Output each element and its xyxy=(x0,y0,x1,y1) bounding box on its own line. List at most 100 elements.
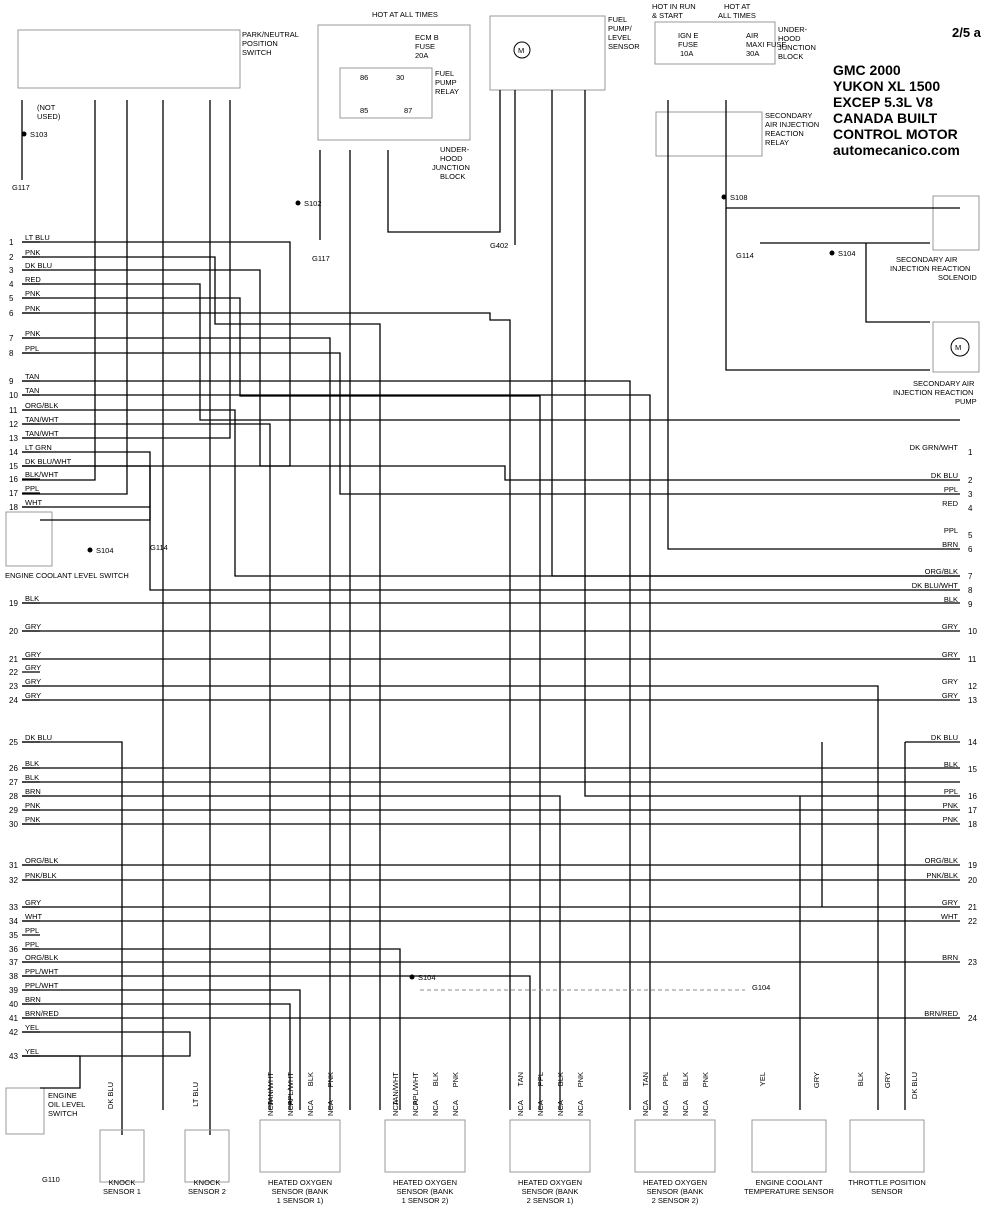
left-pin-wire-color: BRN xyxy=(25,787,41,796)
right-pin-number: 14 xyxy=(968,738,977,747)
sensor-nca-label: NCA xyxy=(391,1100,400,1116)
svg-text:30A: 30A xyxy=(746,49,759,58)
right-pin-number: 10 xyxy=(968,627,977,636)
svg-text:BLOCK: BLOCK xyxy=(778,52,803,61)
right-pin-wire-color: PPL xyxy=(944,787,958,796)
svg-text:SENSOR: SENSOR xyxy=(608,42,640,51)
sensor-name-line: SENSOR (BANK xyxy=(272,1187,329,1196)
left-pin-number: 31 xyxy=(9,861,18,870)
left-pin-number: 17 xyxy=(9,489,18,498)
svg-text:UNDER-: UNDER- xyxy=(440,145,470,154)
sensor-name-line: HEATED OXYGEN xyxy=(643,1178,707,1187)
left-pin-number: 33 xyxy=(9,903,18,912)
sensor-body xyxy=(634,1119,716,1173)
left-pin-wire-color: LT GRN xyxy=(25,443,52,452)
left-pin-wire-color: YEL xyxy=(25,1047,39,1056)
secondary-air-pump: M SECONDARY AIR INJECTION REACTION PUMP xyxy=(893,321,980,406)
left-pin-number: 25 xyxy=(9,738,18,747)
ground-label: G114 xyxy=(736,251,754,260)
wire-segment xyxy=(22,269,960,481)
svg-text:86: 86 xyxy=(360,73,368,82)
wire-segment xyxy=(22,241,291,467)
svg-text:87: 87 xyxy=(404,106,412,115)
svg-text:10A: 10A xyxy=(680,49,693,58)
ground-label: G117 xyxy=(12,183,30,192)
ground-label: G117 xyxy=(312,254,330,263)
right-pin-number: 5 xyxy=(968,531,973,540)
left-pin-wire-color: BRN xyxy=(25,995,41,1004)
left-pin-number: 13 xyxy=(9,434,18,443)
right-pin-number: 24 xyxy=(968,1014,977,1023)
sensor-name-line: KNOCK xyxy=(109,1178,136,1187)
svg-text:PUMP: PUMP xyxy=(435,78,457,87)
right-pin-wire-color: PPL xyxy=(944,485,958,494)
svg-text:& START: & START xyxy=(652,11,683,20)
left-pin-number: 7 xyxy=(9,334,14,343)
left-pin-wire-color: PNK xyxy=(25,289,40,298)
left-pin-number: 5 xyxy=(9,294,14,303)
left-pin-wire-color: DK BLU xyxy=(25,733,52,742)
left-pin-number: 9 xyxy=(9,377,14,386)
right-pin-wire-color: PNK xyxy=(943,801,958,810)
left-pin-wire-color: ORG/BLK xyxy=(25,856,58,865)
svg-text:SECONDARY AIR: SECONDARY AIR xyxy=(896,255,958,264)
svg-text:HOT AT ALL TIMES: HOT AT ALL TIMES xyxy=(372,10,438,19)
left-pin-number: 10 xyxy=(9,391,18,400)
left-pin-wire-color: PNK xyxy=(25,815,40,824)
sensor-wire-color: PNK xyxy=(576,1072,585,1087)
sensor-body xyxy=(99,1129,145,1183)
right-pin-number: 1 xyxy=(968,448,973,457)
sensor-nca-label: NCA xyxy=(556,1100,565,1116)
left-pin-wire-color: BRN/RED xyxy=(25,1009,59,1018)
left-pin-wire-color: PPL xyxy=(25,344,39,353)
svg-text:ECM B: ECM B xyxy=(415,33,439,42)
sensor-body xyxy=(384,1119,466,1173)
sensor-wire-color: DK BLU xyxy=(106,1082,115,1109)
svg-text:FUSE: FUSE xyxy=(678,40,698,49)
svg-text:JUNCTION: JUNCTION xyxy=(432,163,470,172)
wire-segment xyxy=(22,465,960,591)
sensor-name-line: SENSOR 1 xyxy=(103,1187,141,1196)
wire-segment xyxy=(22,100,96,481)
underhood-junction-block-2: HOT IN RUN & START HOT AT ALL TIMES IGN … xyxy=(652,2,819,157)
ground-label: G110 xyxy=(42,1175,60,1184)
splice-label: S102 xyxy=(304,199,322,208)
sensor-body xyxy=(849,1119,925,1173)
svg-text:SECONDARY AIR: SECONDARY AIR xyxy=(913,379,975,388)
sensor-wire-color: PNK xyxy=(451,1072,460,1087)
left-pin-number: 41 xyxy=(9,1014,18,1023)
diagram-title: GMC 2000 YUKON XL 1500 EXCEP 5.3L V8 CAN… xyxy=(833,62,960,158)
wire-segment xyxy=(551,90,960,577)
right-pin-number: 13 xyxy=(968,696,977,705)
right-pin-number: 15 xyxy=(968,765,977,774)
svg-text:M: M xyxy=(518,46,524,55)
wire-segment xyxy=(22,394,651,1110)
left-pin-number: 29 xyxy=(9,806,18,815)
sensor-wire-color: LT BLU xyxy=(191,1082,200,1107)
left-pin-number: 20 xyxy=(9,627,18,636)
right-pin-wire-color: BLK xyxy=(944,595,958,604)
sensor-wire-color: PPL/WHT xyxy=(411,1072,420,1106)
svg-text:PUMP/: PUMP/ xyxy=(608,24,633,33)
sensor-wire-color: DK BLU xyxy=(910,1072,919,1099)
left-pin-wire-color: PPL xyxy=(25,940,39,949)
left-pin-number: 19 xyxy=(9,599,18,608)
wire-segment xyxy=(22,1055,81,1089)
left-pin-wire-color: PNK xyxy=(25,248,40,257)
title-line: GMC 2000 xyxy=(833,62,901,78)
left-pin-wire-color: GRY xyxy=(25,622,41,631)
sensor-name-line: 2 SENSOR 1) xyxy=(527,1196,574,1205)
right-pin-number: 6 xyxy=(968,545,973,554)
sensor-nca-label: NCA xyxy=(701,1100,710,1116)
left-pin-number: 30 xyxy=(9,820,18,829)
sensor-wire-color: GRY xyxy=(883,1072,892,1088)
left-pin-wire-color: BLK xyxy=(25,594,39,603)
left-pin-number: 4 xyxy=(9,280,14,289)
left-pin-number: 27 xyxy=(9,778,18,787)
left-pin-number: 1 xyxy=(9,238,14,247)
svg-text:JUNCTION: JUNCTION xyxy=(778,43,816,52)
ground-label: G114 xyxy=(150,543,168,552)
svg-text:SOLENOID: SOLENOID xyxy=(938,273,977,282)
wire-segment xyxy=(22,989,301,1110)
